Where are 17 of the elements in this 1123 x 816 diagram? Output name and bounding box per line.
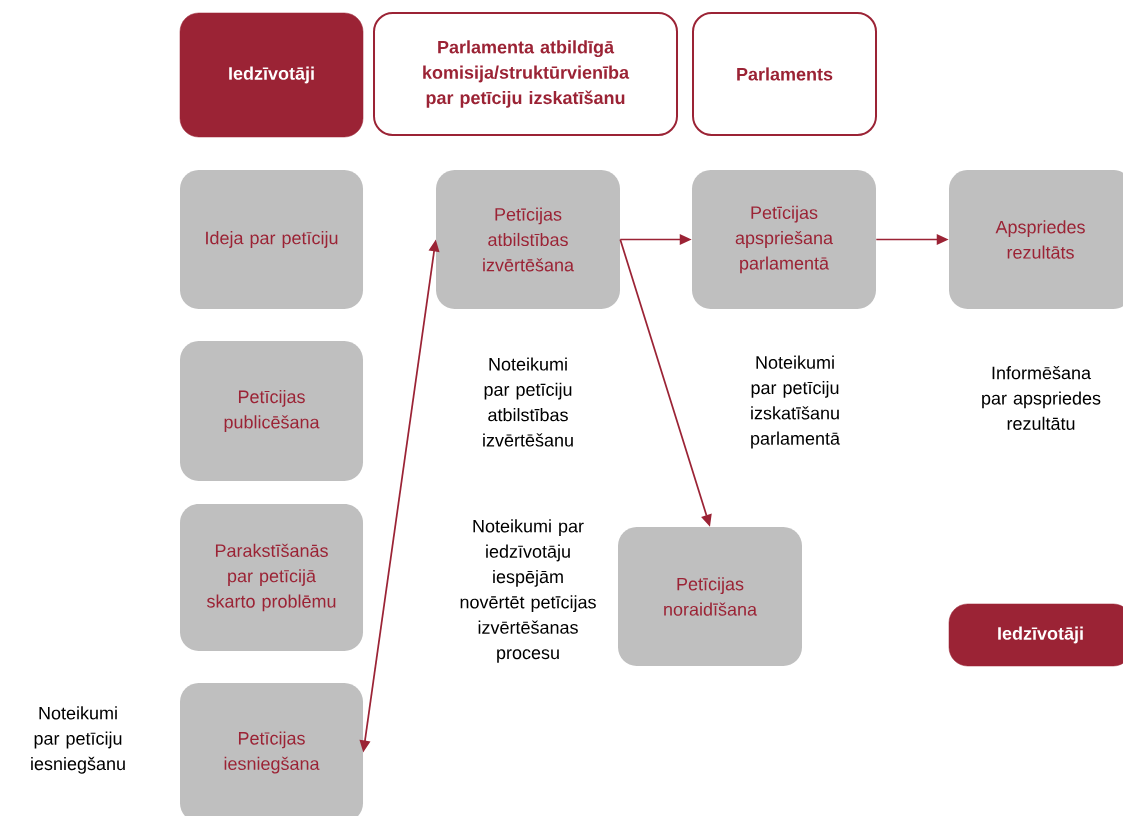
process-box: Petīcijas publicēšana xyxy=(180,341,363,481)
process-box: Ideja par petīciju xyxy=(180,170,363,309)
note-text: Noteikumi par petīciju atbilstības izvērtēšanu xyxy=(483,357,573,447)
note-text: Noteikumi par petīciju izskatīšanu parlamentā xyxy=(751,355,841,449)
title-box: Parlaments xyxy=(692,12,877,136)
process-box: Petīcijas apspriešana parlamentā xyxy=(692,170,876,309)
process-box: Petīcijas atbilstības izvērtēšana xyxy=(436,170,620,309)
note-text: Noteikumi par petīciju iesniegšanu xyxy=(31,706,125,774)
title-box: Iedzīvotāji xyxy=(179,12,364,138)
process-box: Petīcijas iesniegšana xyxy=(180,683,363,816)
note-text: Informēšana par apspriedes rezultātu xyxy=(982,366,1101,430)
header-box: Iedzīvotāji xyxy=(948,603,1123,667)
process-box: Petīcijas noraidīšana xyxy=(618,527,802,666)
process-box: Apspriedes rezultāts xyxy=(949,170,1123,309)
note-text: Noteikumi par iedzīvotāju iespējām novērtēt petīcijas izvērtēšanas procesu xyxy=(460,519,596,663)
title-box: Parlamenta atbildīgā komisija/struktūrvienība par petīciju izskatīšanu xyxy=(373,12,678,136)
process-box: Parakstīšanās par petīcijā skarto problēmu xyxy=(180,504,363,651)
